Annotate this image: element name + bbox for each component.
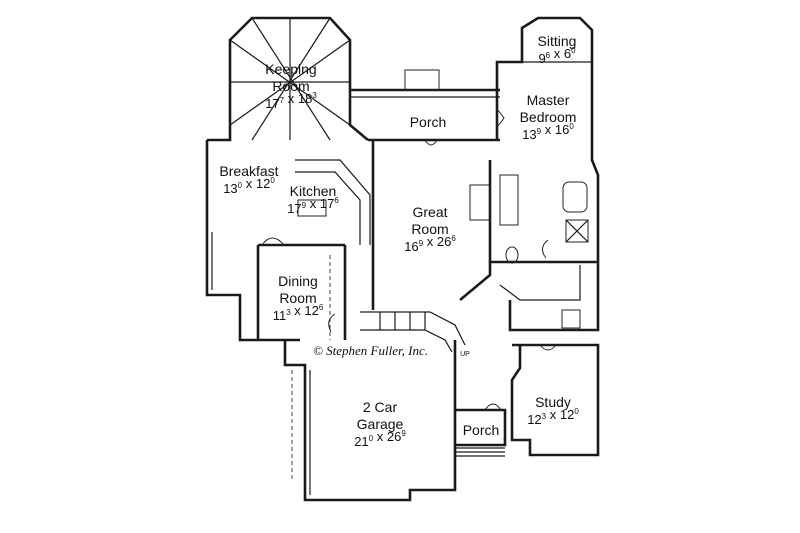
room-name: Keeping bbox=[265, 61, 316, 77]
room-dimensions: 210 x 269 bbox=[354, 429, 406, 449]
room-dimensions: 130 x 120 bbox=[223, 176, 275, 196]
room-dimensions: 113 x 126 bbox=[273, 303, 324, 323]
room-name: Dining bbox=[278, 273, 318, 289]
room-dimensions: 177 x 183 bbox=[265, 91, 317, 111]
room-name: Kitchen bbox=[290, 183, 337, 199]
room-porch-rear: Porch bbox=[410, 114, 447, 130]
room-name: Master bbox=[527, 92, 570, 108]
room-name: Sitting bbox=[538, 33, 577, 49]
room-name: 2 Car bbox=[363, 399, 398, 415]
room-name: Great bbox=[412, 204, 447, 220]
room-dimensions: 179 x 176 bbox=[287, 196, 339, 216]
room-dimensions: 96 x 60 bbox=[538, 46, 576, 66]
room-name: Bedroom bbox=[520, 109, 577, 125]
credit-text: © Stephen Fuller, Inc. bbox=[313, 343, 428, 358]
room-name: Study bbox=[535, 394, 571, 410]
room-name: Breakfast bbox=[219, 163, 278, 179]
room-dimensions: 139 x 160 bbox=[522, 122, 574, 142]
stair-up-label: UP bbox=[460, 351, 470, 358]
room-dimensions: 169 x 266 bbox=[404, 234, 456, 254]
walls bbox=[205, 16, 600, 502]
room-name: Garage bbox=[357, 416, 404, 432]
room-name: Room bbox=[279, 290, 316, 306]
credit: © Stephen Fuller, Inc. UP bbox=[313, 343, 470, 358]
room-dimensions: 123 x 120 bbox=[527, 407, 579, 427]
room-name: Room bbox=[411, 221, 448, 237]
room-name: Porch bbox=[463, 422, 500, 438]
room-porch-front: Porch bbox=[463, 422, 500, 438]
room-name: Porch bbox=[410, 114, 447, 130]
room-name: Room bbox=[272, 78, 309, 94]
